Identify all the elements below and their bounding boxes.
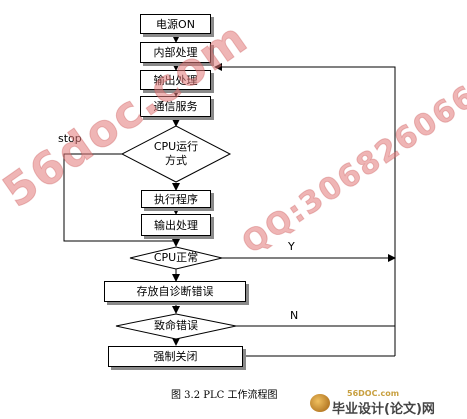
footer-brand-logo: 毕业设计(论文)网 (332, 402, 435, 417)
footer-site-logo: 56DOC.com (347, 389, 400, 398)
internal-processing-box: 内部处理 (140, 42, 211, 63)
output-processing-label-1: 输出处理 (153, 73, 198, 87)
output-processing-box-1: 输出处理 (140, 70, 211, 90)
force-shutdown-box: 强制关闭 (108, 346, 243, 367)
figure-caption: 图 3.2 PLC 工作流程图 (171, 390, 278, 401)
y-label: Y (288, 240, 295, 253)
execute-program-box: 执行程序 (141, 190, 211, 208)
cpu-normal-label: CPU正常 (153, 251, 199, 264)
cpu-mode-label-line2: 方式 (165, 154, 187, 167)
stop-label: stop (58, 132, 82, 145)
cpu-normal-decision: CPU正常 (146, 251, 206, 265)
footer-emblem (310, 394, 330, 412)
power-on-label: 电源ON (156, 17, 195, 31)
store-diagnostic-error-box: 存放自诊断错误 (104, 281, 246, 302)
output-processing-label-2: 输出处理 (154, 218, 198, 232)
internal-processing-label: 内部处理 (153, 46, 198, 59)
power-on-box: 电源ON (140, 14, 211, 34)
cpu-mode-decision: CPU运行 方式 (146, 140, 206, 168)
output-processing-box-2: 输出处理 (141, 214, 211, 236)
execute-program-label: 执行程序 (154, 192, 198, 206)
n-label: N (290, 309, 299, 322)
force-shutdown-label: 强制关闭 (153, 350, 198, 363)
store-diagnostic-error-label: 存放自诊断错误 (136, 285, 214, 298)
communication-service-box: 通信服务 (140, 96, 211, 117)
cpu-mode-label-line1: CPU运行 (153, 140, 199, 153)
fatal-error-decision: 致命错误 (146, 319, 206, 333)
fatal-error-label: 致命错误 (154, 319, 198, 332)
communication-service-label: 通信服务 (153, 100, 198, 113)
